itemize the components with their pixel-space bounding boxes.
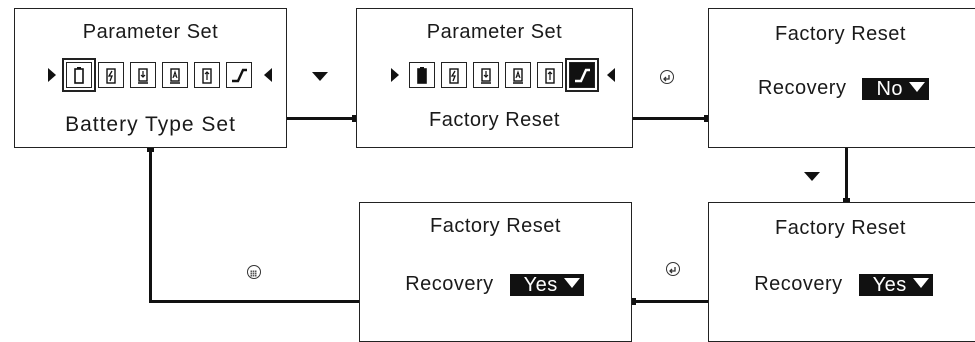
connector-s3-s5 bbox=[845, 147, 848, 203]
recovery-label: Recovery bbox=[757, 77, 847, 99]
connector-s4-s1-h bbox=[149, 300, 359, 303]
icon-row bbox=[351, 58, 654, 92]
recovery-row: Recovery No bbox=[705, 77, 975, 100]
recovery-row: Recovery Yes bbox=[358, 273, 631, 296]
screen-title: Parameter Set bbox=[426, 21, 563, 43]
charge-icon bbox=[97, 62, 124, 88]
recovery-label: Recovery bbox=[754, 273, 843, 295]
screen-title: Factory Reset bbox=[775, 217, 906, 239]
recovery-select: Yes bbox=[858, 273, 933, 296]
screen-caption: Battery Type Set bbox=[65, 113, 236, 136]
connector-s4-s1-v bbox=[149, 148, 152, 303]
battery-download-icon bbox=[472, 62, 499, 88]
connector-node bbox=[352, 115, 359, 122]
screen-parameter-set-battery: Parameter Set Battery Type Set bbox=[14, 8, 287, 148]
connector-node bbox=[147, 145, 154, 152]
screen-title: Factory Reset bbox=[430, 215, 561, 237]
screen-factory-reset-yes: Factory Reset Recovery Yes bbox=[708, 202, 975, 342]
connector-node bbox=[704, 115, 711, 122]
screen-title: Factory Reset bbox=[775, 23, 906, 45]
screen-factory-reset-yes-confirm: Factory Reset Recovery Yes bbox=[359, 202, 632, 342]
screen-parameter-set-factory: Parameter Set Factory Reset bbox=[356, 8, 633, 148]
menu-key-icon bbox=[247, 265, 261, 279]
left-pointer-icon bbox=[390, 68, 399, 82]
battery-up-icon bbox=[193, 62, 220, 88]
connector-s1-s2 bbox=[287, 117, 356, 120]
battery-icon bbox=[408, 62, 435, 88]
right-pointer-icon bbox=[606, 68, 615, 82]
right-pointer-icon bbox=[263, 68, 272, 82]
dropdown-arrow-icon bbox=[909, 82, 926, 93]
battery-icon bbox=[61, 58, 96, 92]
battery-a-icon bbox=[504, 62, 531, 88]
down-arrow-icon bbox=[804, 172, 820, 181]
enter-key-icon bbox=[666, 262, 680, 276]
charge-icon bbox=[440, 62, 467, 88]
screen-caption: Factory Reset bbox=[429, 109, 560, 131]
enter-key-icon bbox=[660, 70, 674, 84]
connector-node bbox=[843, 198, 850, 205]
connector-s5-s4 bbox=[632, 300, 708, 303]
battery-download-icon bbox=[129, 62, 156, 88]
recovery-select: Yes bbox=[509, 273, 584, 296]
recovery-select: No bbox=[862, 77, 930, 100]
curve-icon bbox=[225, 62, 252, 88]
screen-factory-reset-no: Factory Reset Recovery No bbox=[708, 8, 975, 148]
dropdown-arrow-icon bbox=[912, 278, 929, 289]
curve-icon bbox=[564, 58, 599, 92]
battery-a-icon bbox=[161, 62, 188, 88]
down-arrow-icon bbox=[312, 72, 328, 81]
screen-title: Parameter Set bbox=[82, 21, 219, 43]
battery-up-icon bbox=[536, 62, 563, 88]
recovery-row: Recovery Yes bbox=[705, 273, 975, 296]
dropdown-arrow-icon bbox=[563, 278, 580, 289]
connector-s2-s3 bbox=[633, 117, 708, 120]
left-pointer-icon bbox=[47, 68, 56, 82]
icon-row bbox=[11, 58, 308, 92]
connector-node bbox=[629, 298, 636, 305]
recovery-label: Recovery bbox=[405, 273, 494, 295]
